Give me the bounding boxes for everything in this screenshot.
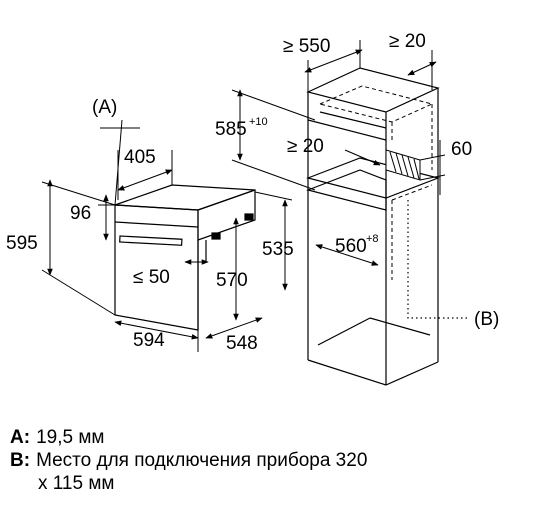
dim-ge550: ≥ 550 — [283, 36, 330, 57]
legend-b: B: Место для подключения прибора 320 — [10, 449, 367, 472]
dim-585-sup: +10 — [249, 116, 268, 128]
legend-a-key: A: — [10, 427, 31, 448]
dim-60: 60 — [451, 139, 472, 160]
legend-b-text: Место для подключения прибора 320 — [36, 450, 368, 471]
label-b-ref: (B) — [474, 309, 499, 330]
dim-le50: ≤ 50 — [133, 267, 170, 288]
dim-96: 96 — [70, 203, 91, 224]
dim-ge20-top: ≥ 20 — [389, 31, 426, 52]
oven-dimensions — [41, 119, 293, 352]
legend-b-key: B: — [10, 450, 31, 471]
dim-570: 570 — [216, 270, 248, 291]
installation-diagram: (A) 405 96 595 535 570 ≤ 50 594 548 ≥ 55… — [6, 31, 499, 386]
label-a-ref: (A) — [92, 97, 117, 118]
oven-handle — [119, 235, 183, 246]
dashed-space — [318, 85, 434, 280]
oven-side — [197, 189, 256, 241]
dim-535: 535 — [262, 239, 294, 260]
dim-ge20-mid: ≥ 20 — [287, 136, 324, 157]
b-leader — [407, 200, 470, 319]
oven-drawing — [114, 184, 256, 331]
dim-405: 405 — [124, 147, 156, 168]
cabinet-top — [306, 67, 440, 113]
cabinet-dimensions — [231, 40, 446, 266]
dim-560-sup: +8 — [366, 233, 379, 245]
cabinet-drawing — [306, 67, 440, 386]
legend-a: A: 19,5 мм — [10, 426, 367, 449]
legend: A: 19,5 мм B: Место для подключения приб… — [10, 426, 367, 495]
legend-a-text: 19,5 мм — [36, 427, 105, 448]
dim-595: 595 — [6, 233, 38, 254]
dim-585: 585 — [215, 119, 247, 140]
dim-594: 594 — [133, 330, 165, 351]
dim-560: 560 — [335, 236, 367, 257]
vent-opening — [385, 149, 421, 181]
dim-548: 548 — [226, 333, 258, 354]
legend-b-text-cont: x 115 мм — [38, 473, 115, 494]
